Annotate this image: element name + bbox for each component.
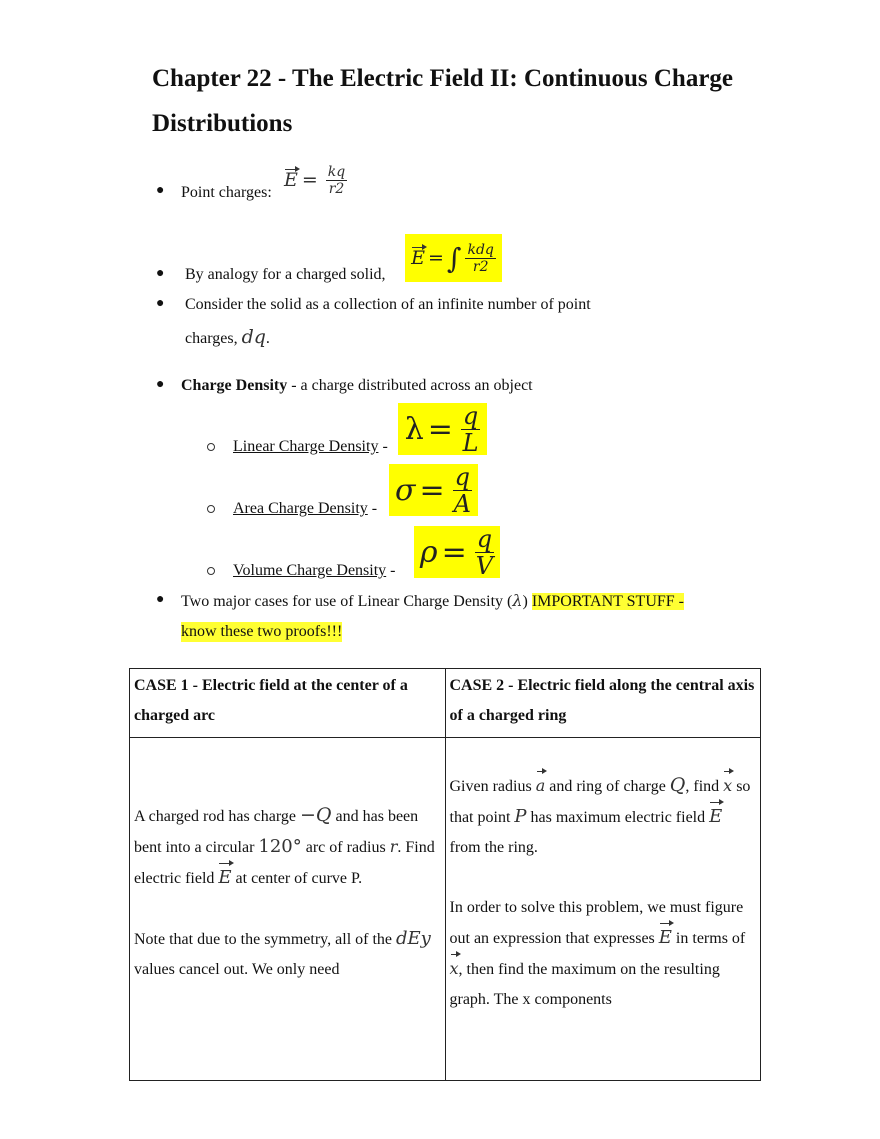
sub-bullet-circle [207,443,215,451]
important-highlight-cont: know these two proofs!!! [181,622,343,642]
case2-paragraph-2: In order to solve this problem, we must … [449,899,746,1008]
sub-bullet-circle [207,567,215,575]
page-title: Chapter 22 - The Electric Field II: Cont… [152,65,734,137]
bullet-dot: ● [156,377,165,392]
cases-intro-text: Two major cases for use of Linear Charge… [181,591,684,610]
bullet-text-consider: Consider the solid as a collection of an… [185,296,591,313]
table-row: A charged rod has charge −Q and has been… [129,737,761,1081]
formula-point-charge: E = kq r2 [284,163,348,197]
case2-paragraph-1: Given radius a and ring of charge Q, fin… [450,768,757,863]
bullet-text-charge-density: Charge Density - a charge distributed ac… [181,377,533,394]
important-highlight: IMPORTANT STUFF - [531,593,684,610]
bullet-text-charged-solid: By analogy for a charged solid, [185,266,386,283]
volume-density-item: Volume Charge Density - [233,562,396,579]
bullet-text-consider-cont: charges, dq. [185,326,270,348]
area-density-item: Area Charge Density - [233,500,378,517]
bullet-text-point-charges: Point charges: [181,184,272,201]
math-dq: dq [241,326,266,348]
case1-paragraph-2: Note that due to the symmetry, all of th… [134,928,431,978]
case1-header: CASE 1 - Electric field at the center of… [129,668,446,738]
formula-charged-solid: E = ∫ kdq r2 [405,234,502,282]
bullet-dot: ● [156,183,165,198]
case1-cell: A charged rod has charge −Q and has been… [129,737,446,1081]
case2-cell: Given radius a and ring of charge Q, fin… [444,737,761,1081]
linear-density-item: Linear Charge Density - [233,438,388,455]
sub-bullet-circle [207,505,215,513]
table-header-row: CASE 1 - Electric field at the center of… [129,668,761,738]
vector-E: E [284,166,300,191]
bullet-dot: ● [156,592,165,607]
case2-header: CASE 2 - Electric field along the centra… [444,668,761,738]
bullet-dot: ● [156,266,165,281]
case1-paragraph-1: A charged rod has charge −Q and has been… [134,800,441,894]
cases-table: CASE 1 - Electric field at the center of… [129,668,761,1081]
bullet-dot: ● [156,296,165,311]
